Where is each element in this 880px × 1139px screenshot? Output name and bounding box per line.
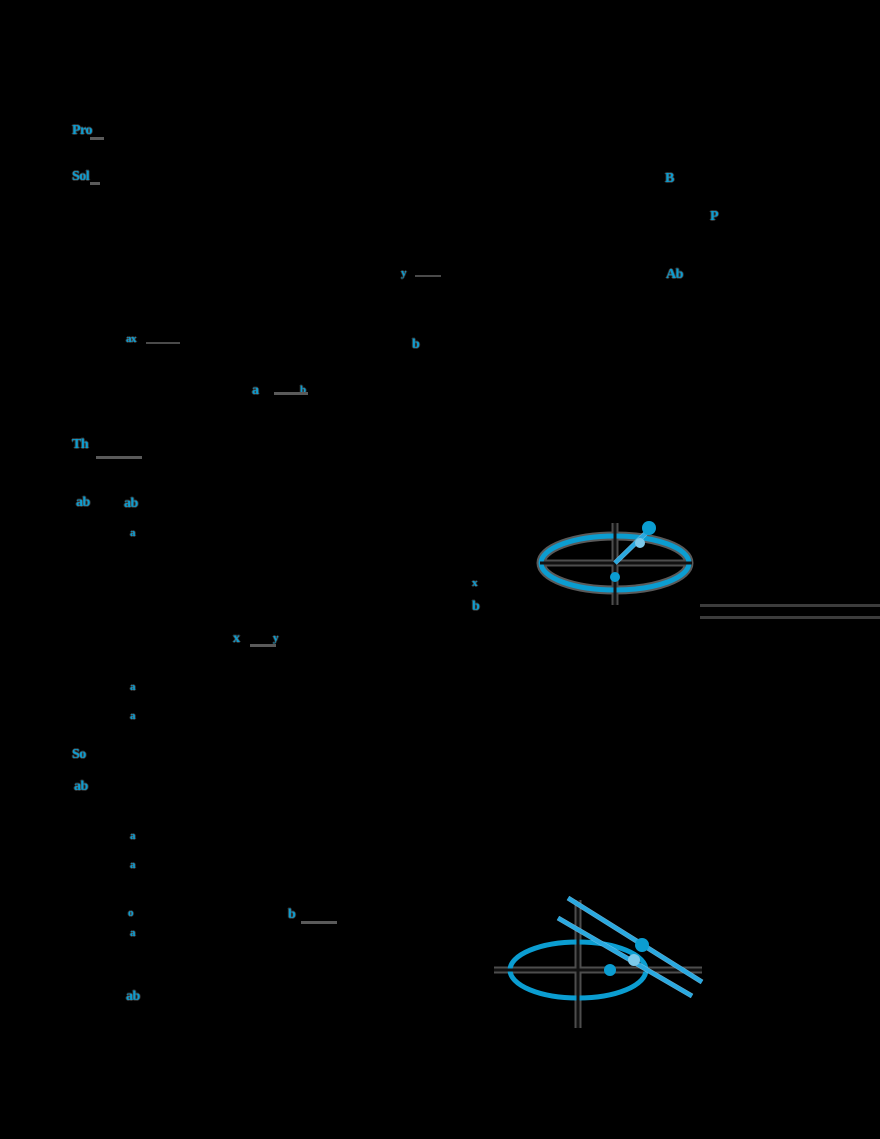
text-fragment: o xyxy=(128,907,134,919)
horizontal-rule xyxy=(96,456,142,459)
radius-vector xyxy=(613,529,650,565)
text-fragment: a xyxy=(130,927,136,939)
text-fragment: B xyxy=(665,171,674,186)
text-fragment: ab xyxy=(126,989,140,1004)
horizontal-rule xyxy=(415,275,441,277)
text-fragment: a xyxy=(252,383,259,398)
point-marker-on-curve xyxy=(642,521,656,535)
point-on-major-axis xyxy=(604,964,616,976)
horizontal-rule xyxy=(90,182,100,185)
text-fragment: b xyxy=(300,384,306,396)
diagram-ellipse-with-tangent-lines xyxy=(490,890,715,1035)
intersection-point-lower xyxy=(628,954,640,966)
text-fragment: ab xyxy=(124,496,138,511)
horizontal-rule xyxy=(146,342,180,344)
text-fragment: a xyxy=(130,859,136,871)
diagram-ellipse-with-radius-vector xyxy=(530,505,710,630)
point-marker-lower-axis xyxy=(610,572,620,582)
text-fragment: Ab xyxy=(666,267,683,282)
horizontal-rule xyxy=(700,616,880,619)
text-fragment: x xyxy=(472,577,478,589)
text-fragment: Pro xyxy=(72,123,93,138)
text-fragment: y xyxy=(401,267,407,279)
text-fragment: b xyxy=(412,337,420,352)
horizontal-rule xyxy=(90,137,104,140)
text-fragment: Th xyxy=(72,437,89,452)
text-fragment: a xyxy=(130,527,136,539)
text-fragment: a xyxy=(130,830,136,842)
text-fragment: a xyxy=(130,710,136,722)
tangent-line-upper xyxy=(566,896,704,984)
text-fragment: x xyxy=(233,631,240,646)
text-fragment: y xyxy=(273,632,279,644)
text-fragment: P xyxy=(710,209,719,224)
text-fragment: So xyxy=(72,747,86,762)
horizontal-rule xyxy=(301,921,337,924)
text-fragment: b xyxy=(288,907,296,922)
intersection-point-upper xyxy=(635,938,649,952)
point-marker-mid xyxy=(635,538,645,548)
text-fragment: ab xyxy=(74,779,88,794)
text-fragment: ab xyxy=(76,495,90,510)
horizontal-rule xyxy=(250,644,276,647)
horizontal-rule xyxy=(274,392,308,395)
text-fragment: a xyxy=(130,681,136,693)
text-fragment: ax xyxy=(126,333,137,345)
tangent-line-lower xyxy=(556,916,694,998)
text-fragment: b xyxy=(472,599,480,614)
text-fragment: Sol xyxy=(72,169,90,184)
horizontal-rule xyxy=(700,604,880,607)
